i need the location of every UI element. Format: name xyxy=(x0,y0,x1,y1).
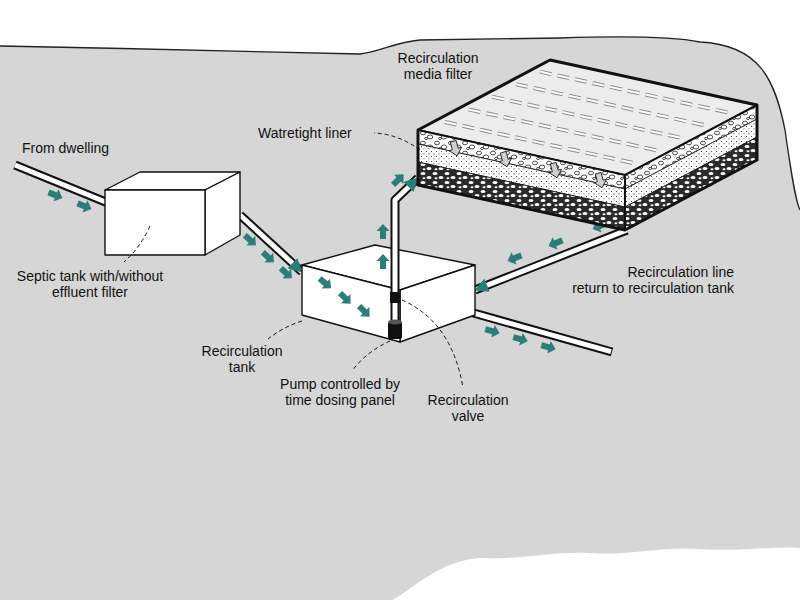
flow-arrow xyxy=(483,323,501,340)
lateral-pipe xyxy=(492,97,682,138)
label-anchor: Watretight liner xyxy=(258,125,352,141)
filter-layer xyxy=(418,162,625,230)
tank-front xyxy=(302,265,400,342)
septic-tank-outline xyxy=(105,172,240,255)
ground-area xyxy=(0,37,800,600)
flow-arrow xyxy=(546,234,565,252)
leader-line xyxy=(124,226,150,262)
pipe-outer xyxy=(395,178,418,245)
media-filter: Recirculation media filter xyxy=(418,60,757,230)
callout-label: Recirculation valve xyxy=(418,392,518,424)
flow-arrow xyxy=(539,339,557,356)
callout-label: Watretight liner xyxy=(258,125,352,141)
flow-arrow xyxy=(75,197,94,215)
septic-tank: Septic tank with/without effluent filter xyxy=(105,172,240,255)
pipe-outer xyxy=(240,215,302,272)
node-label: Recirculation media filter xyxy=(388,50,488,82)
label-anchor: Recirculation line return to recirculati… xyxy=(562,264,734,296)
drawing-detail xyxy=(374,60,757,230)
recirculation-tank: Recirculation tank xyxy=(302,245,475,342)
lateral-pipe xyxy=(469,109,659,150)
tank-side xyxy=(205,172,240,255)
lateral-pipe xyxy=(516,84,706,125)
flow-arrow xyxy=(505,249,524,267)
flow-arrow xyxy=(377,254,390,269)
leader-line xyxy=(268,321,302,339)
lateral-pipe xyxy=(516,84,706,125)
flow-arrow xyxy=(511,331,529,348)
flow-arrow xyxy=(335,288,355,308)
flow-arrow xyxy=(354,301,374,321)
pipe-inner xyxy=(393,245,398,324)
flow-arrow xyxy=(46,186,65,204)
flow-arrow xyxy=(592,172,608,190)
recirculation-tank-outline xyxy=(302,245,475,342)
flow-head xyxy=(240,215,302,272)
drawing-detail xyxy=(268,245,475,388)
callout-label: From dwelling xyxy=(22,140,109,156)
media-filter-outline xyxy=(418,60,757,230)
label-anchor: Pump controlled by time dosing panel xyxy=(270,376,410,408)
node-label: Recirculation tank xyxy=(190,343,294,375)
callout-label: Pump controlled by time dosing panel xyxy=(270,376,410,408)
filter-layer xyxy=(625,137,757,230)
lateral-pipe xyxy=(492,97,682,138)
label-anchor: Recirculation valve xyxy=(418,392,518,424)
leader-line xyxy=(352,341,390,371)
pump-top xyxy=(388,320,402,325)
flow-arrow xyxy=(447,140,463,158)
leader-line xyxy=(402,300,463,388)
flow-arrow xyxy=(547,162,563,180)
tank-front xyxy=(105,190,205,255)
node-label: Septic tank with/without effluent filter xyxy=(5,268,175,300)
flow-arrow xyxy=(497,151,513,169)
flow-head xyxy=(395,178,418,245)
flow-arrow xyxy=(315,274,335,294)
pipe-outer xyxy=(391,245,400,324)
pipe-inner xyxy=(395,178,418,245)
watertight-liner xyxy=(418,60,757,230)
callout-label: Recirculation line return to recirculati… xyxy=(562,264,734,296)
label-anchor: From dwelling xyxy=(22,140,109,156)
pump-symbol xyxy=(388,322,402,339)
pipe-inner xyxy=(240,215,302,272)
drawing-detail xyxy=(105,172,240,262)
lateral-pipe xyxy=(469,109,659,150)
filter-edge xyxy=(418,105,757,230)
pipe-connector xyxy=(240,215,302,272)
leader-line xyxy=(374,133,420,150)
pipe-connector xyxy=(395,178,418,245)
flow-arrow xyxy=(377,224,390,239)
tank-side xyxy=(400,265,475,342)
valve-symbol xyxy=(390,292,400,303)
